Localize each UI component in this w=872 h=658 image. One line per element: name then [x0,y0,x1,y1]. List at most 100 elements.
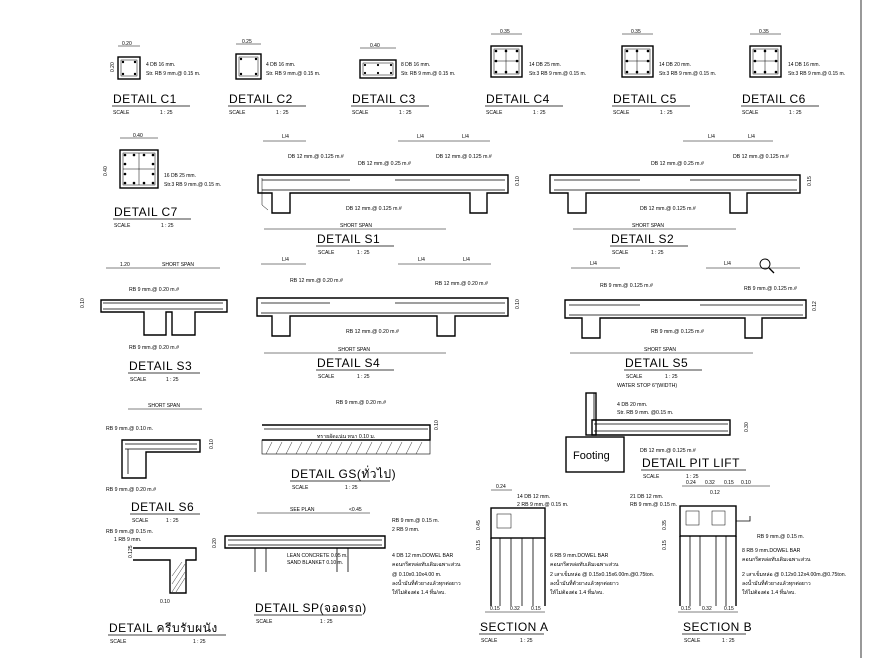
pit-thickness: 0.30 [744,422,750,432]
gs-bar-note: RB 9 mm.@ 0.20 m.# [336,400,386,406]
s4-top-bar-1: RB 12 mm.@ 0.20 m.# [290,278,343,284]
wall-dim-2: 0.10 [160,599,170,605]
c4-note-stirrup: Str.3 RB 9 mm.@ 0.15 m. [529,71,586,77]
seca-note-7: ให้ไม่ต้องต่อ 1.4 ที่ม/ลบ. [550,588,604,596]
secb-title: SECTION B [683,620,752,634]
c7-width-dim: 0.40 [133,133,143,139]
s3-scale: 1 : 25 [166,377,179,383]
s4-scale: 1 : 25 [357,374,370,380]
section-b: 0.24 0.32 0.15 0.10 0.12 21 DB 12 mm. RB… [630,480,846,644]
s3-thickness: 0.10 [80,298,86,308]
s1-top-bar-2: DB 12 mm.@ 0.25 m.# [358,161,411,167]
c1-scale: 1 : 25 [160,110,173,116]
sp-note-2: 2 RB 9 mm. [392,527,419,533]
secb-base-1: 0.15 [681,606,691,612]
sp-scale: 1 : 25 [320,619,333,625]
c6-scale-label: SCALE [742,110,759,116]
wall-note-2: 1 RB 9 mm. [114,537,141,543]
detail-s6: SHORT SPAN RB 9 mm.@ 0.10 m. RB 9 mm.@ 0… [106,403,215,524]
s4-quarter-2: L/4 [418,257,425,263]
c6-note-stirrup: Str.3 RB 9 mm.@ 0.15 m. [788,71,845,77]
s2-top-bar-2: DB 12 mm.@ 0.125 m.# [733,154,789,160]
s1-quarter-3: L/4 [462,134,469,140]
c7-height-dim: 0.40 [103,166,109,176]
seca-base-2: 0.32 [510,606,520,612]
s3-dim-1: 1.20 [120,262,130,268]
pit-main-bar-note: 4 DB 20 mm. [617,402,647,408]
s3-title: DETAIL S3 [129,359,192,373]
seca-base-1: 0.15 [490,606,500,612]
s1-top-bar-1: DB 12 mm.@ 0.125 m.# [288,154,344,160]
s1-thickness: 0.10 [515,176,521,186]
secb-top-4: 0.10 [741,480,751,486]
detail-pit-lift: Footing WATER STOP 6"(WIDTH) 4 DB 20 mm.… [565,383,750,480]
secb-note-6: ลงน้ำมันที่ตัวยางแล้วทุกต่อยาว [742,579,811,587]
c4-width-dim: 0.35 [500,29,510,35]
s3-bottom-bar: RB 9 mm.@ 0.20 m.# [129,345,179,351]
pit-scale-label: SCALE [643,474,660,480]
gs-ground-note: ทรายอัดแน่น หนา 0.10 ม. [317,433,375,440]
c1-note-main: 4 DB 16 mm. [146,62,175,68]
seca-note-6: ลงน้ำมันที่ตัวยางแล้วทุกต่อยาว [550,579,619,587]
detail-c5: 0.35 14 DB 20 mm. Str.3 RB 9 mm.@ 0.15 m… [612,29,716,116]
c7-scale-label: SCALE [114,223,131,229]
seca-note-2: 2 RB 9 mm.@ 0.15 m. [517,502,568,508]
s1-scale: 1 : 25 [357,250,370,256]
wall-note-1: RB 9 mm.@ 0.15 m. [106,529,153,535]
secb-mid: 0.12 [710,490,720,496]
detail-c1: 0.20 0.20 4 DB 16 mm. Str. RB 9 mm.@ 0.1… [110,41,200,116]
seca-note-3: 6 RB 9 mm.DOWEL BAR [550,553,609,559]
s5-quarter-1: L/4 [590,261,597,267]
c2-note-main: 4 DB 16 mm. [266,62,295,68]
pit-scale: 1 : 25 [686,474,699,480]
c2-scale-label: SCALE [229,110,246,116]
s2-scale-label: SCALE [612,250,629,256]
pit-footing-label: Footing [573,450,610,462]
sp-sub-2: SAND BLANKET 0.10 m. [287,560,343,566]
pit-bottom-bar: DB 12 mm.@ 0.125 m.# [640,448,696,454]
s4-scale-label: SCALE [318,374,335,380]
s5-top-bar-2: RB 9 mm.@ 0.125 m.# [744,286,797,292]
c3-note-stirrup: Str. RB 9 mm.@ 0.15 m. [401,71,455,77]
s1-span-label: SHORT SPAN [340,223,372,229]
sp-note-3: 4 DB 12 mm.DOWEL BAR [392,553,453,559]
secb-note-2: RB 9 mm.@ 0.15 m. [757,534,804,540]
s4-quarter-3: L/4 [463,257,470,263]
s2-span-label: SHORT SPAN [632,223,664,229]
c6-note-main: 14 DB 16 mm. [788,62,820,68]
c5-scale: 1 : 25 [660,110,673,116]
c5-title: DETAIL C5 [613,92,677,106]
s5-bottom-bar: RB 9 mm.@ 0.125 m.# [651,329,704,335]
s1-title: DETAIL S1 [317,232,380,246]
seca-scale-label: SCALE [481,638,498,644]
secb-note-5: 2 เสาเข็มหล่อ @ 0.12x0.12x4.00m.@0.75ton… [742,570,846,578]
secb-note-1: RB 9 mm.@ 0.15 m. [630,502,677,508]
sp-sub-1: LEAN CONCRETE 0.05 m. [287,553,348,559]
c1-scale-label: SCALE [113,110,130,116]
c2-title: DETAIL C2 [229,92,293,106]
s2-quarter-2: L/4 [748,134,755,140]
sp-see-plan: SEE PLAN [290,507,315,513]
detail-c4: 0.35 14 DB 25 mm. Str.3 RB 9 mm.@ 0.15 m… [485,29,586,116]
s2-top-bar-1: DB 12 mm.@ 0.25 m.# [651,161,704,167]
c1-note-stirrup: Str. RB 9 mm.@ 0.15 m. [146,71,200,77]
secb-scale: 1 : 25 [722,638,735,644]
s4-top-bar-2: RB 12 mm.@ 0.20 m.# [435,281,488,287]
magnifier-icon[interactable] [759,258,775,274]
s5-scale: 1 : 25 [665,374,678,380]
secb-scale-label: SCALE [684,638,701,644]
sp-note-6: ลงน้ำมันที่ตัวยางแล้วทุกต่อยาว [392,579,461,587]
secb-top-1: 0.24 [686,480,696,486]
s6-span-label: SHORT SPAN [148,403,180,409]
gs-title: DETAIL GS(ทั่วไป) [291,465,396,481]
s5-thickness: 0.12 [812,301,818,311]
c3-scale-label: SCALE [352,110,369,116]
c6-scale: 1 : 25 [789,110,802,116]
s6-title: DETAIL S6 [131,500,194,514]
seca-height-2: 0.15 [476,540,482,550]
s3-top-bar: RB 9 mm.@ 0.20 m.# [129,287,179,293]
s3-scale-label: SCALE [130,377,147,383]
c4-scale-label: SCALE [486,110,503,116]
detail-s3: 1.20 SHORT SPAN RB 9 mm.@ 0.20 m.# RB 9 … [80,262,228,383]
